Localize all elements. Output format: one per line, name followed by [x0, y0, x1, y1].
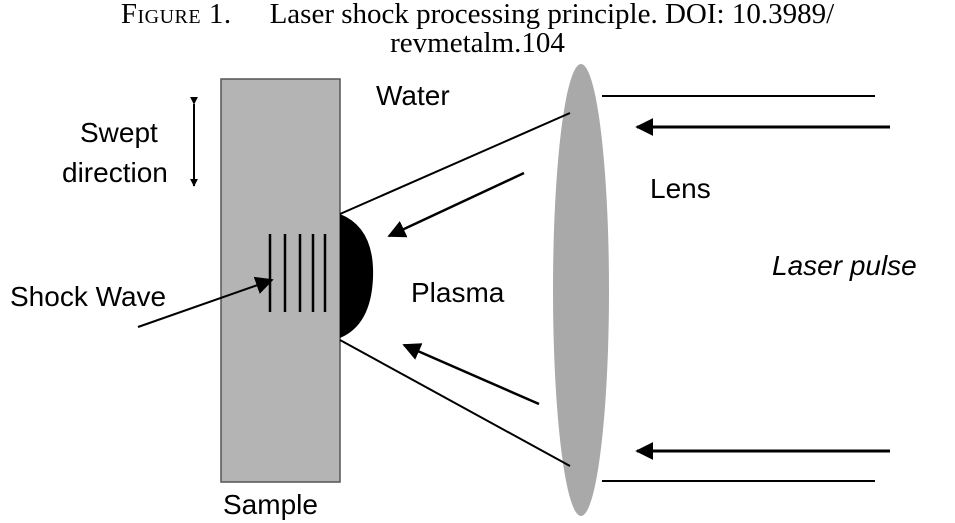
- plasma-region: [340, 214, 374, 338]
- shock-wave-arrow: [137, 276, 274, 328]
- beam-lines: [339, 95, 875, 482]
- caption-line-2: revmetalm.104: [390, 27, 565, 59]
- label-laser-pulse: Laser pulse: [772, 250, 917, 281]
- beam-arrow-top: [387, 171, 525, 238]
- beam-arrow-bottom: [402, 343, 540, 406]
- caption-line-1: Figure 1. Laser shock processing principl…: [0, 0, 955, 29]
- caption-text-1: Laser shock processing principle. DOI: 1…: [269, 0, 835, 30]
- label-sample: Sample: [223, 489, 318, 520]
- shock-wave-lines: [268, 234, 327, 312]
- figure-label: Figure 1.: [120, 0, 232, 30]
- lens: [553, 64, 609, 516]
- label-shock-wave: Shock Wave: [10, 281, 166, 312]
- label-water: Water: [376, 80, 450, 111]
- label-lens: Lens: [650, 173, 711, 204]
- label-direction: direction: [62, 157, 168, 188]
- label-swept: Swept: [80, 117, 158, 148]
- figure-caption: Figure 1. Laser shock processing principl…: [0, 0, 955, 58]
- label-plasma: Plasma: [411, 277, 505, 308]
- sample-block: [220, 78, 341, 483]
